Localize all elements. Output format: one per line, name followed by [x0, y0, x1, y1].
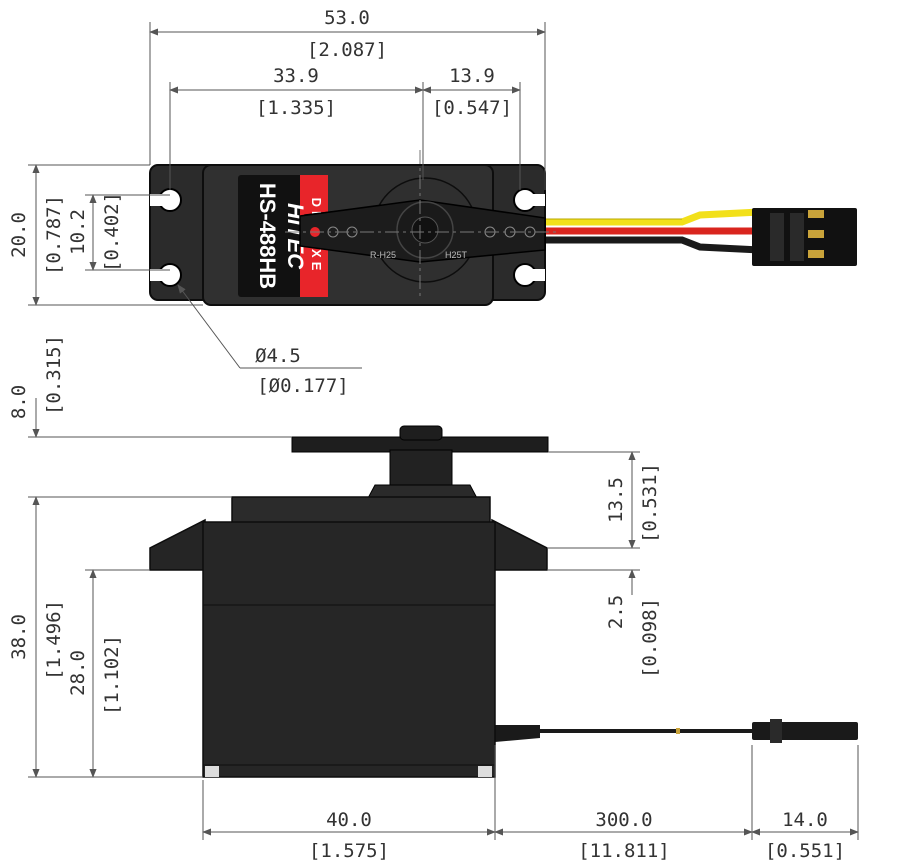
dim-width-total-in: [2.087]: [307, 39, 387, 61]
dimension-lines: [28, 22, 859, 840]
dim-mount-shaft-mm: 33.9: [273, 65, 319, 87]
horn-left-text: R-H25: [370, 250, 396, 260]
dim-case-width-mm: 40.0: [326, 809, 372, 831]
side-horn: [291, 425, 549, 501]
dim-flange-thickness-in: [0.098]: [639, 598, 661, 678]
dim-wire-length-in: [11.811]: [578, 840, 670, 862]
dim-connector-mm: 14.0: [782, 809, 828, 831]
dim-horn-thickness-in: [0.315]: [43, 335, 65, 415]
dimension-labels: 53.0 [2.087] 33.9 [1.335] 13.9 [0.547] 2…: [8, 7, 845, 862]
dim-horn-thickness-mm: 8.0: [8, 385, 30, 419]
dim-flange-height-in: [1.102]: [101, 635, 123, 715]
dim-height-mm: 20.0: [8, 212, 30, 258]
side-wire: [495, 719, 858, 743]
top-case: HS-488HB HITEC DELUXE R-H25 H25T: [149, 150, 560, 306]
dim-flange-height-mm: 28.0: [67, 650, 89, 696]
dim-width-total-mm: 53.0: [324, 7, 370, 29]
side-view: [149, 425, 858, 778]
dim-case-height-in: [1.496]: [43, 600, 65, 680]
dim-connector-in: [0.551]: [765, 840, 845, 862]
dim-shaft-height-mm: 13.5: [605, 477, 627, 523]
dim-shaft-height-in: [0.531]: [639, 463, 661, 543]
dim-hole-spacing-in: [0.402]: [101, 192, 123, 272]
dim-case-height-mm: 38.0: [8, 614, 30, 660]
top-view: HS-488HB HITEC DELUXE R-H25 H25T: [149, 150, 857, 306]
dim-wire-length-mm: 300.0: [595, 809, 652, 831]
dim-shaft-edge-in: [0.547]: [432, 97, 512, 119]
dim-mount-shaft-in: [1.335]: [256, 97, 336, 119]
dim-flange-thickness-mm: 2.5: [605, 595, 627, 629]
model-text: HS-488HB: [255, 183, 280, 289]
dim-hole-dia-mm: Ø4.5: [255, 345, 301, 367]
top-connector: [752, 208, 857, 266]
dim-hole-spacing-mm: 10.2: [67, 209, 89, 255]
top-wires: [545, 208, 761, 254]
dim-shaft-edge-mm: 13.9: [449, 65, 495, 87]
dim-case-width-in: [1.575]: [309, 840, 389, 862]
dim-height-in: [0.787]: [43, 195, 65, 275]
side-case: [149, 496, 548, 778]
dim-hole-dia-in: [Ø0.177]: [257, 375, 349, 397]
horn-right-text: H25T: [445, 250, 468, 260]
